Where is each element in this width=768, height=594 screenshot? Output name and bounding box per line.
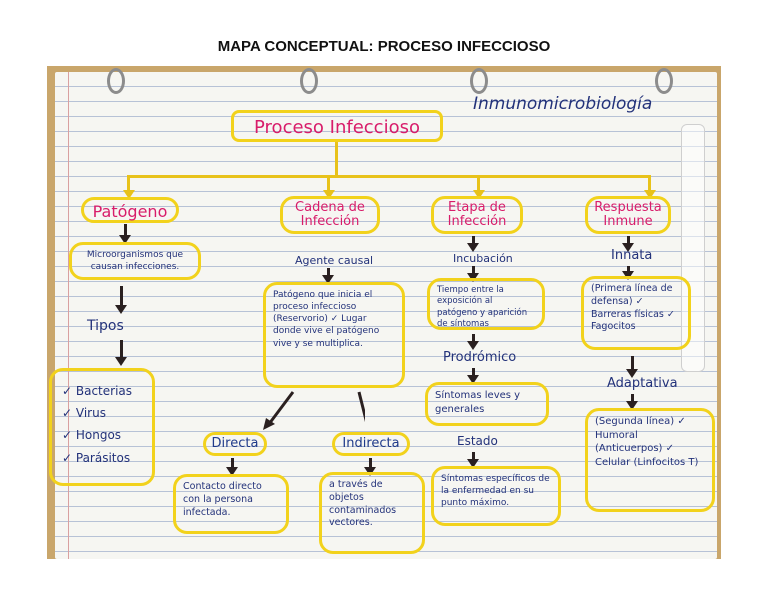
- connector-line: [335, 142, 338, 176]
- patogeno-types-list: ✓ Bacterias ✓ Virus ✓ Hongos ✓ Parásitos: [49, 368, 155, 486]
- down-arrow-icon: [115, 340, 127, 366]
- connector-line: [477, 175, 480, 191]
- patogeno-definition: Microorganismos que causan infecciones.: [69, 242, 201, 280]
- directa-node: Directa: [203, 432, 267, 456]
- down-arrow-icon: [467, 334, 479, 350]
- down-arrow-icon: [467, 368, 479, 384]
- down-arrow-icon: [626, 394, 638, 410]
- down-arrow-icon: [622, 266, 634, 280]
- down-arrow-icon: [467, 266, 479, 282]
- binder-ring-icon: [300, 68, 318, 94]
- prodromico-text: Síntomas leves y generales: [425, 382, 549, 426]
- estado-text: Síntomas específicos de la enfermedad en…: [431, 466, 561, 526]
- innata-text: (Primera línea de defensa) ✓ Barreras fí…: [581, 276, 691, 350]
- down-arrow-icon: [226, 458, 238, 476]
- connector-arrow-icon: [644, 190, 656, 199]
- connector-line: [127, 175, 651, 178]
- binder-ring-icon: [655, 68, 673, 94]
- type-item: ✓ Parásitos: [62, 450, 131, 465]
- connector-line: [127, 175, 130, 191]
- down-arrow-icon: [115, 286, 127, 314]
- connector-arrow-icon: [123, 190, 135, 199]
- agente-causal-text: Patógeno que inicia el proceso infeccios…: [263, 282, 405, 388]
- adaptativa-label: Adaptativa: [607, 376, 678, 391]
- incubacion-text: Tiempo entre la exposición al patógeno y…: [427, 278, 545, 330]
- respuesta-node: Respuesta Inmune: [585, 196, 671, 234]
- down-arrow-icon: [626, 356, 638, 378]
- binder-ring-icon: [470, 68, 488, 94]
- etapa-node: Etapa de Infección: [431, 196, 523, 234]
- connector-arrow-icon: [323, 190, 335, 199]
- estado-label: Estado: [457, 434, 498, 448]
- indirecta-node: Indirecta: [332, 432, 410, 456]
- down-arrow-icon: [322, 268, 334, 284]
- tipos-label: Tipos: [87, 318, 124, 334]
- page-tab: [681, 124, 705, 372]
- down-arrow-icon: [467, 236, 479, 252]
- type-item: ✓ Hongos: [62, 428, 122, 443]
- page-title: MAPA CONCEPTUAL: PROCESO INFECCIOSO: [217, 38, 551, 55]
- connector-arrow-icon: [473, 190, 485, 199]
- margin-line: [68, 72, 69, 559]
- connector-line: [327, 175, 330, 191]
- agente-causal-label: Agente causal: [295, 254, 374, 267]
- notebook-sheet: Inmunomicrobiología Proceso Infeccioso P…: [49, 68, 717, 559]
- directa-text: Contacto directo con la persona infectad…: [173, 474, 289, 534]
- prodromico-label: Prodrómico: [443, 350, 517, 365]
- type-item: ✓ Virus: [62, 406, 106, 421]
- branch-arrows-icon: [263, 391, 365, 430]
- subject-heading: Inmunomicrobiología: [473, 94, 653, 114]
- root-node: Proceso Infeccioso: [231, 110, 443, 142]
- binder-ring-icon: [107, 68, 125, 94]
- down-arrow-icon: [364, 458, 376, 476]
- adaptativa-text: (Segunda línea) ✓ Humoral (Anticuerpos) …: [585, 408, 715, 512]
- down-arrow-icon: [119, 224, 131, 244]
- incubacion-label: Incubación: [453, 252, 513, 265]
- notebook-photo: Inmunomicrobiología Proceso Infeccioso P…: [47, 66, 721, 559]
- innata-label: Innata: [611, 248, 653, 263]
- type-item: ✓ Bacterias: [62, 384, 133, 398]
- connector-line: [648, 175, 651, 191]
- patogeno-node: Patógeno: [81, 197, 179, 223]
- cadena-node: Cadena de Infección: [280, 196, 380, 234]
- indirecta-text: a través de objetos contaminados vectore…: [319, 472, 425, 554]
- down-arrow-icon: [467, 452, 479, 468]
- down-arrow-icon: [622, 236, 634, 252]
